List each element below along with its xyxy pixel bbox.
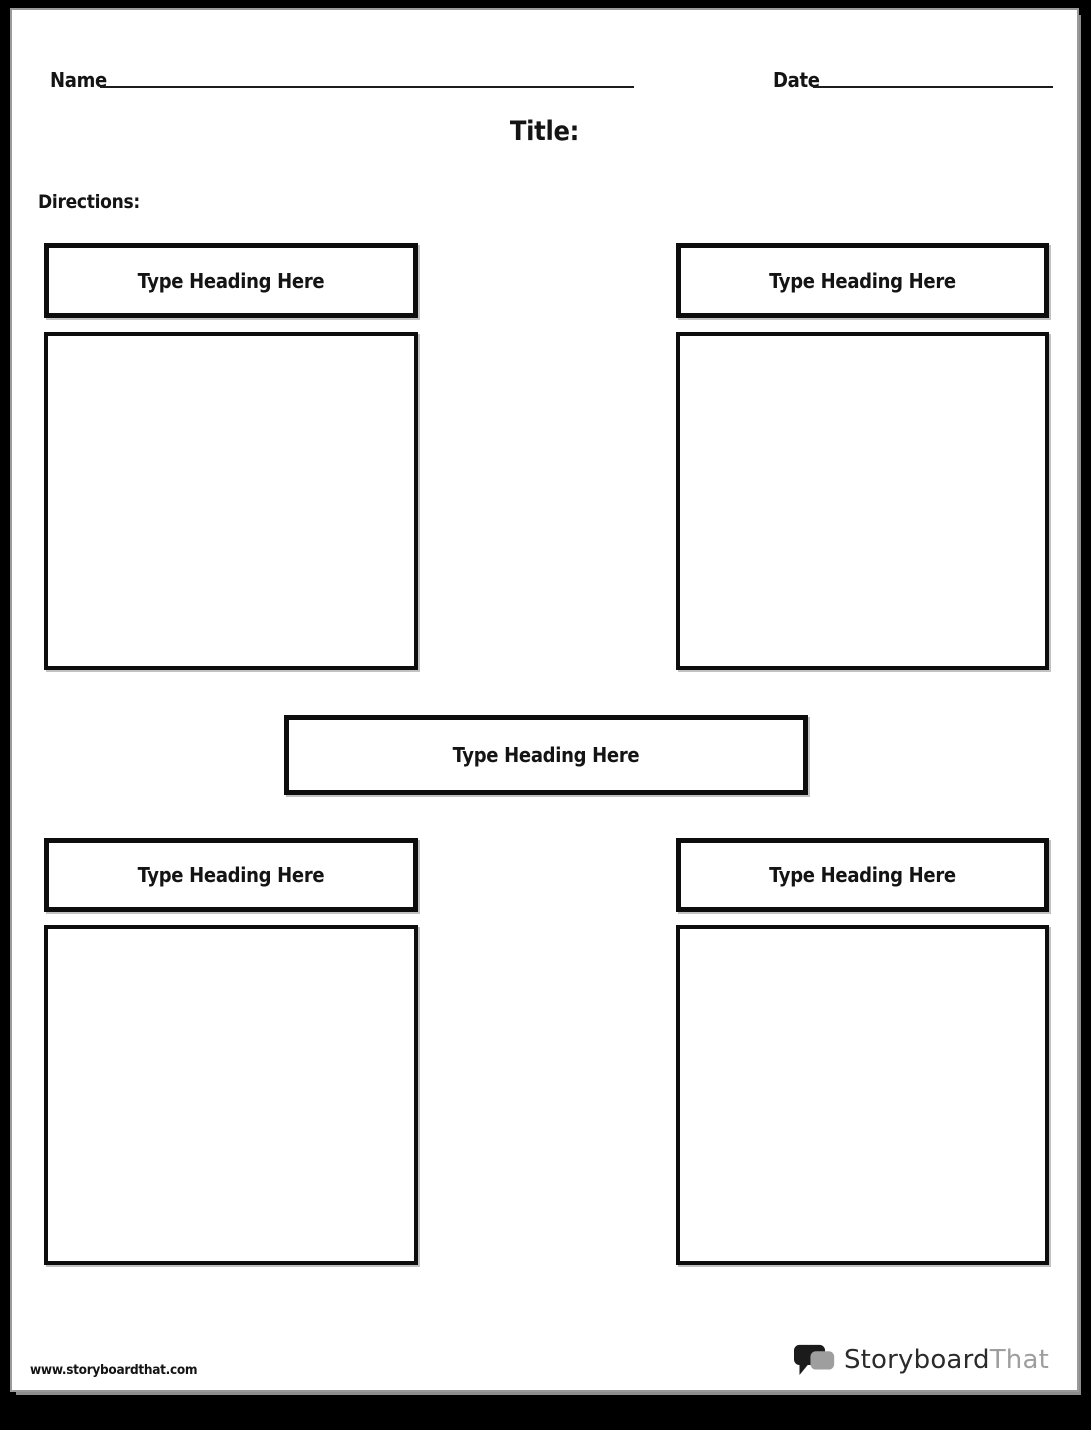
worksheet-page: Name Date Title: Directions: Type Headin… [12, 10, 1077, 1390]
logo-text-that: That [989, 1344, 1049, 1375]
heading-box-bottom-left[interactable]: Type Heading Here [44, 838, 418, 912]
name-label: Name [50, 68, 107, 92]
heading-box-top-left[interactable]: Type Heading Here [44, 243, 418, 318]
heading-placeholder-text: Type Heading Here [137, 268, 325, 293]
date-input-line[interactable] [813, 66, 1053, 88]
storyboardthat-logo: StoryboardThat [793, 1342, 1049, 1377]
logo-wordmark: StoryboardThat [844, 1345, 1049, 1375]
content-box-top-left[interactable] [44, 332, 418, 670]
date-label: Date [773, 68, 820, 92]
content-box-bottom-right[interactable] [676, 925, 1049, 1265]
heading-placeholder-text: Type Heading Here [452, 743, 640, 767]
heading-placeholder-text: Type Heading Here [137, 863, 325, 887]
content-box-bottom-left[interactable] [44, 925, 418, 1265]
directions-label: Directions: [38, 191, 140, 213]
name-input-line[interactable] [100, 66, 634, 88]
heading-box-bottom-right[interactable]: Type Heading Here [676, 838, 1049, 912]
heading-box-center[interactable]: Type Heading Here [284, 715, 808, 795]
content-box-top-right[interactable] [676, 332, 1049, 670]
heading-placeholder-text: Type Heading Here [769, 863, 956, 887]
logo-text-storyboard: Storyboard [843, 1344, 990, 1375]
speech-bubbles-icon [793, 1342, 836, 1377]
website-url: www.storyboardthat.com [30, 1362, 198, 1378]
heading-placeholder-text: Type Heading Here [769, 268, 956, 293]
title-label: Title: [509, 116, 580, 147]
heading-box-top-right[interactable]: Type Heading Here [676, 243, 1049, 318]
